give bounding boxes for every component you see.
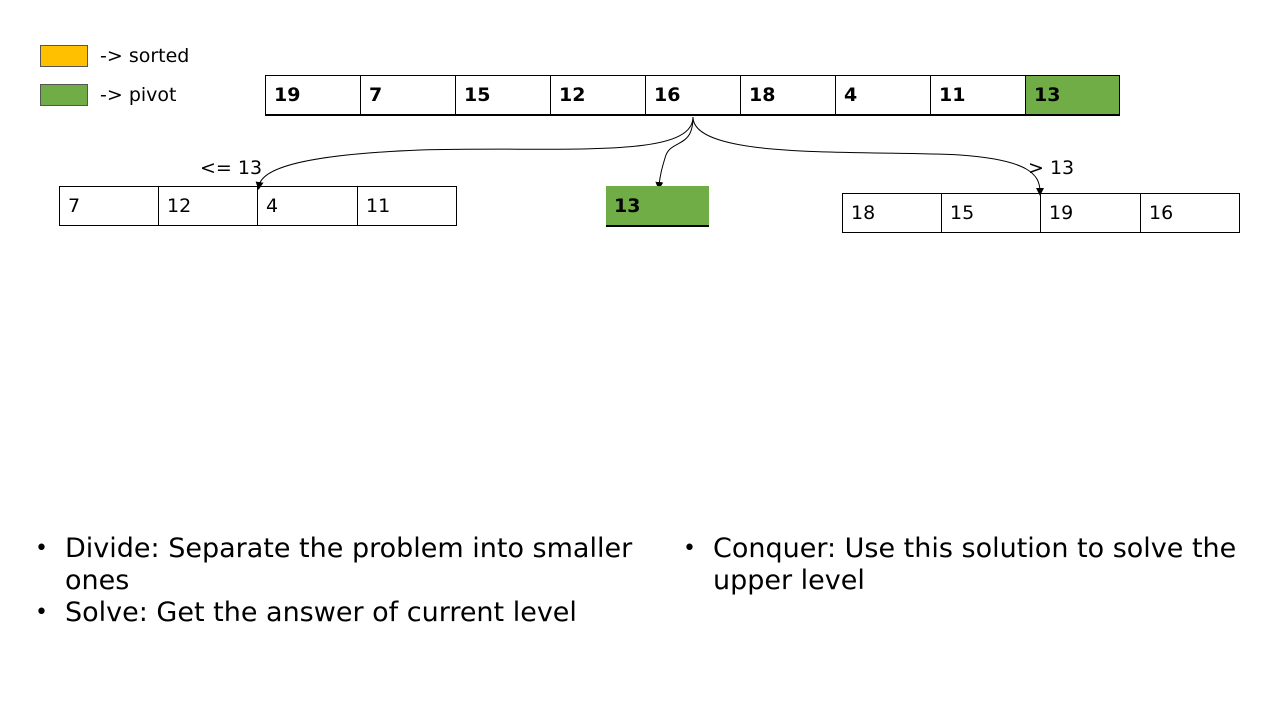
array-cell: 7 bbox=[361, 76, 456, 114]
array-cell-pivot: 13 bbox=[1026, 76, 1120, 114]
array-cell: 19 bbox=[266, 76, 361, 114]
legend-sorted-swatch bbox=[40, 45, 88, 67]
left-partition-label: <= 13 bbox=[200, 157, 263, 179]
array-cell: 11 bbox=[931, 76, 1026, 114]
array-cell: 12 bbox=[159, 187, 258, 225]
bullets-left: Divide: Separate the problem into smalle… bbox=[35, 533, 685, 629]
bullet-divide: Divide: Separate the problem into smalle… bbox=[35, 533, 685, 597]
array-cell: 16 bbox=[1141, 194, 1240, 232]
original-array: 19 7 15 12 16 18 4 11 13 bbox=[265, 75, 1120, 116]
array-cell: 15 bbox=[942, 194, 1041, 232]
array-cell: 4 bbox=[836, 76, 931, 114]
left-partition-array: 7 12 4 11 bbox=[59, 186, 457, 226]
legend-pivot-label: -> pivot bbox=[100, 84, 177, 106]
array-cell: 7 bbox=[60, 187, 159, 225]
arrow-to-right-partition bbox=[692, 116, 1044, 196]
array-cell: 19 bbox=[1041, 194, 1141, 232]
array-cell: 18 bbox=[843, 194, 942, 232]
pivot-cell: 13 bbox=[606, 186, 709, 225]
right-partition-label: > 13 bbox=[1028, 157, 1075, 179]
arrow-to-pivot bbox=[655, 116, 694, 190]
array-cell: 15 bbox=[456, 76, 551, 114]
array-cell: 11 bbox=[358, 187, 457, 225]
array-cell: 4 bbox=[258, 187, 358, 225]
pivot-array: 13 bbox=[606, 186, 709, 227]
bullet-solve: Solve: Get the answer of current level bbox=[35, 597, 685, 629]
legend-sorted-label: -> sorted bbox=[100, 45, 190, 67]
bullet-conquer: Conquer: Use this solution to solve the … bbox=[683, 533, 1243, 597]
array-cell: 16 bbox=[646, 76, 741, 114]
array-cell: 18 bbox=[741, 76, 836, 114]
array-cell: 12 bbox=[551, 76, 646, 114]
bullets-right: Conquer: Use this solution to solve the … bbox=[683, 533, 1243, 597]
right-partition-array: 18 15 19 16 bbox=[842, 193, 1240, 233]
legend-pivot-swatch bbox=[40, 84, 88, 106]
arrow-to-left-partition bbox=[255, 116, 694, 190]
